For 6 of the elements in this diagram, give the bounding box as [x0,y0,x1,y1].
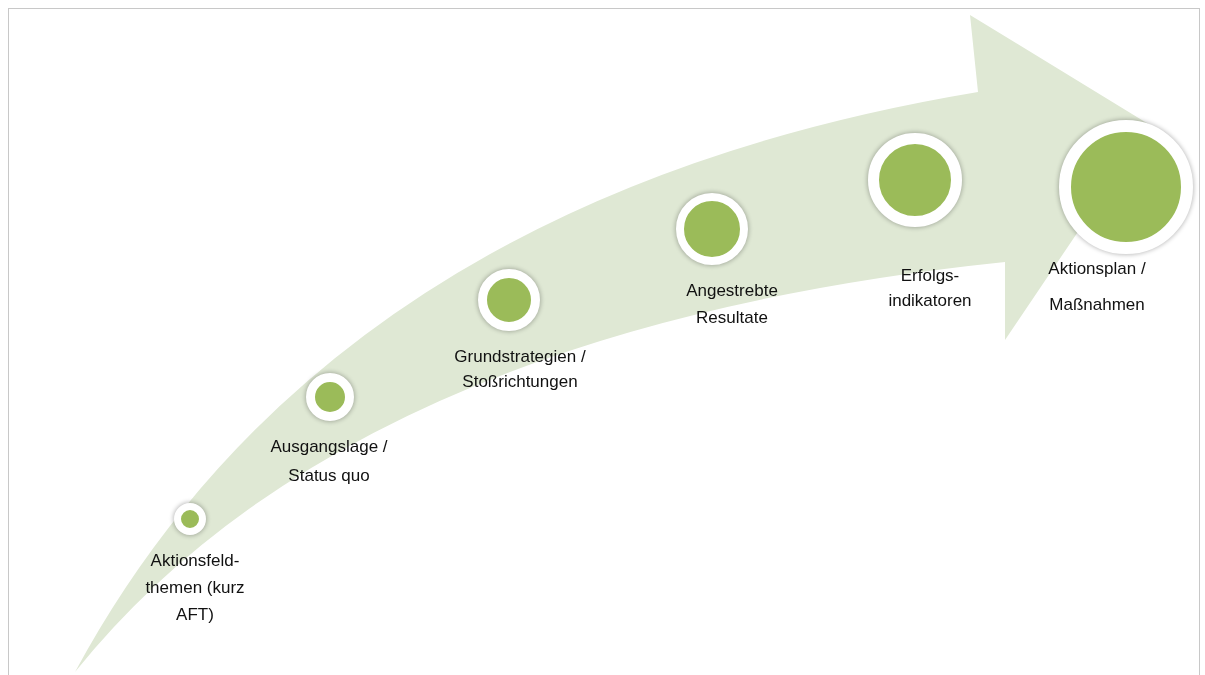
step-label: Ausgangslage / Status quo [269,436,389,487]
step-label: Grundstrategien / Stoßrichtungen [453,346,587,393]
step-label: Erfolgs- indikatoren [887,265,973,312]
step-label: Angestrebte Resultate [685,280,779,329]
step-label: Aktionsfeld- themen (kurz AFT) [144,550,246,626]
step-label: Aktionsplan / Maßnahmen [1047,258,1147,316]
